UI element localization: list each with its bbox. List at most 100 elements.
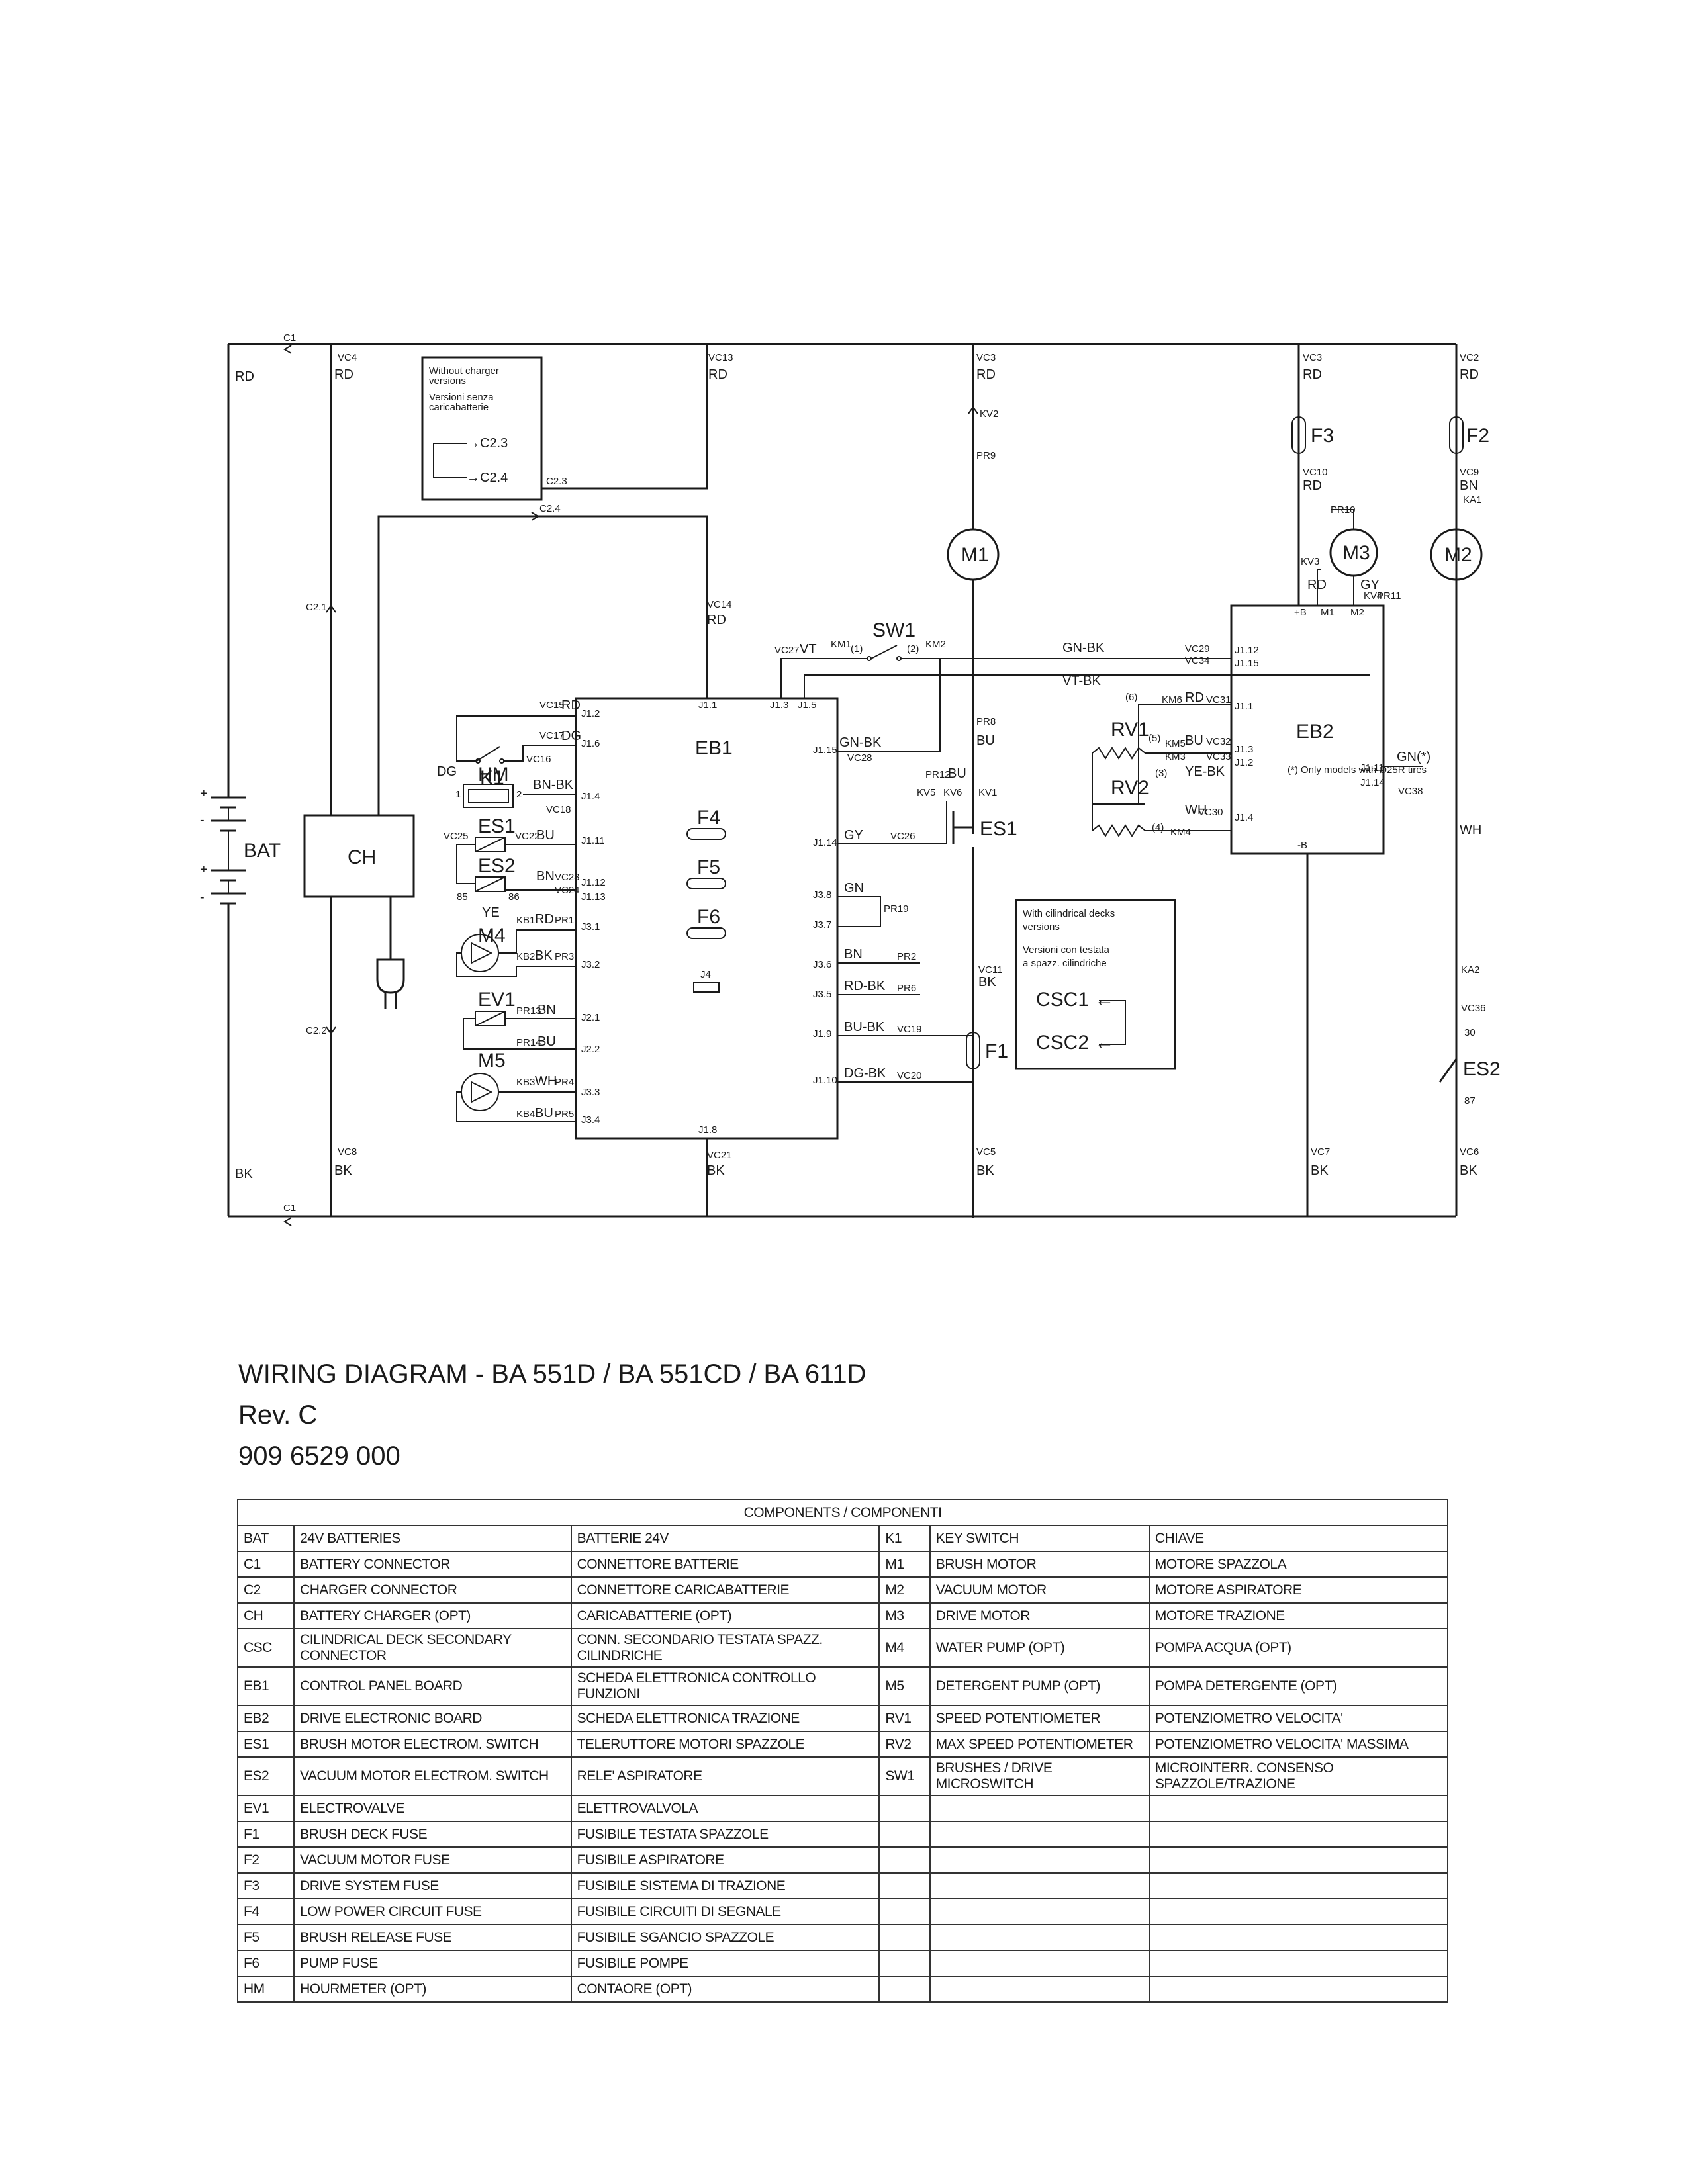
k1-key-switch: K1 [456,715,576,789]
table-cell: RELE' ASPIRATORE [570,1756,880,1796]
svg-text:BK: BK [976,1163,994,1178]
svg-text:VC21: VC21 [707,1150,732,1161]
svg-text:J3.4: J3.4 [581,1115,600,1126]
svg-text:GN-BK: GN-BK [839,735,882,750]
svg-text:PR3: PR3 [555,951,574,962]
svg-text:VC29: VC29 [1185,643,1210,655]
svg-text:BU-BK: BU-BK [844,1020,885,1034]
table-cell: F2 [236,1846,295,1874]
table-cell: ES1 [236,1731,295,1758]
table-cell: VACUUM MOTOR [929,1576,1150,1604]
svg-text:ES2: ES2 [478,855,516,877]
table-cell: MICROINTERR. CONSENSO SPAZZOLE/TRAZIONE [1148,1756,1449,1796]
svg-text:PR11: PR11 [1377,590,1401,602]
svg-text:Without charger: Without charger [429,365,499,377]
table-cell: MOTORE SPAZZOLA [1148,1551,1449,1578]
svg-text:KV6: KV6 [943,787,962,798]
svg-text:RD: RD [1303,367,1322,382]
table-cell: ELETTROVALVOLA [570,1795,880,1822]
ev1-electrovalve: EV1 PR13 BN PR14 BU [463,989,576,1050]
svg-text:KB2: KB2 [516,951,535,962]
table-cell: M2 [878,1576,931,1604]
table-cell: MAX SPEED POTENTIOMETER [929,1731,1150,1758]
c2-1-arrow [326,604,336,613]
svg-text:KV4: KV4 [1364,590,1382,602]
es1-coil: ES1 VC25 VC22 BU [444,815,576,884]
table-cell: DRIVE MOTOR [929,1602,1150,1629]
table-cell: CHIAVE [1148,1525,1449,1552]
svg-text:VC26: VC26 [890,831,915,842]
revision: Rev. C [238,1400,318,1430]
svg-text:→C2.4: →C2.4 [467,471,508,485]
f1-brush-fuse [966,1032,980,1069]
es1-contactor: PR12 BU KV5 KV6 KV1 ES1 [917,766,1017,1218]
svg-text:VC34: VC34 [1185,655,1210,666]
svg-text:VC7: VC7 [1311,1146,1330,1158]
bat-rd-label: RD [235,369,254,384]
table-cell [878,1872,931,1899]
svg-text:VT-BK: VT-BK [1062,674,1101,688]
diagram-titles: WIRING DIAGRAM - BA 551D / BA 551CD / BA… [238,1353,866,1477]
table-cell [1148,1821,1449,1848]
table-cell: POTENZIOMETRO VELOCITA' MASSIMA [1148,1731,1449,1758]
svg-text:F2: F2 [1466,425,1489,447]
svg-text:BN-BK: BN-BK [533,778,574,792]
svg-text:-: - [200,890,205,905]
table-cell: RV1 [878,1705,931,1732]
svg-text:RD: RD [1307,578,1327,592]
table-cell: C2 [236,1576,295,1604]
svg-text:VC25: VC25 [444,831,469,842]
table-cell: CONTROL PANEL BOARD [293,1666,572,1706]
table-cell [1148,1795,1449,1822]
svg-text:(1): (1) [851,643,863,655]
table-cell [878,1821,931,1848]
svg-text:VC15: VC15 [539,700,565,711]
svg-text:Versioni senza: Versioni senza [429,392,494,403]
svg-text:J1.1: J1.1 [1235,701,1253,712]
svg-text:F4: F4 [697,807,720,829]
svg-text:VT: VT [800,642,817,657]
c1-top-label: C1 [283,332,296,343]
svg-text:PR4: PR4 [555,1077,574,1088]
svg-text:86: 86 [508,891,520,903]
table-cell [878,1795,931,1822]
svg-text:J3.1: J3.1 [581,921,600,933]
svg-text:BK: BK [707,1163,725,1178]
svg-text:KV3: KV3 [1301,556,1319,567]
table-cell: MOTORE ASPIRATORE [1148,1576,1449,1604]
svg-text:J1.5: J1.5 [798,700,816,711]
svg-text:VC31: VC31 [1206,694,1231,705]
m2-vacuum-motor [1430,528,1483,581]
svg-text:(4): (4) [1152,822,1164,833]
without-charger-note [421,356,543,501]
svg-text:J3.3: J3.3 [581,1087,600,1098]
svg-text:BU: BU [1185,733,1203,748]
table-cell: F5 [236,1924,295,1951]
svg-text:KM1: KM1 [831,639,851,650]
svg-text:ES1: ES1 [478,815,516,837]
svg-text:J1.15: J1.15 [1235,658,1259,669]
svg-text:→C2.3: →C2.3 [467,436,508,451]
svg-text:KM2: KM2 [925,639,946,650]
svg-text:GN: GN [844,881,864,895]
svg-text:KM6: KM6 [1162,694,1182,705]
svg-text:PR9: PR9 [976,450,996,461]
svg-text:VC30: VC30 [1198,807,1223,818]
svg-text:VC19: VC19 [897,1024,922,1035]
table-cell: FUSIBILE TESTATA SPAZZOLE [570,1821,880,1848]
table-cell [929,1872,1150,1899]
svg-text:YE-BK: YE-BK [1185,764,1225,779]
table-cell: CONNETTORE CARICABATTERIE [570,1576,880,1604]
eb1-label: EB1 [695,737,733,759]
svg-text:J1.12: J1.12 [581,877,606,888]
svg-text:M2: M2 [1444,544,1472,566]
svg-text:CSC1 ←: CSC1 ← [1036,989,1114,1011]
table-cell: CILINDRICAL DECK SECONDARY CONNECTOR [293,1628,572,1668]
